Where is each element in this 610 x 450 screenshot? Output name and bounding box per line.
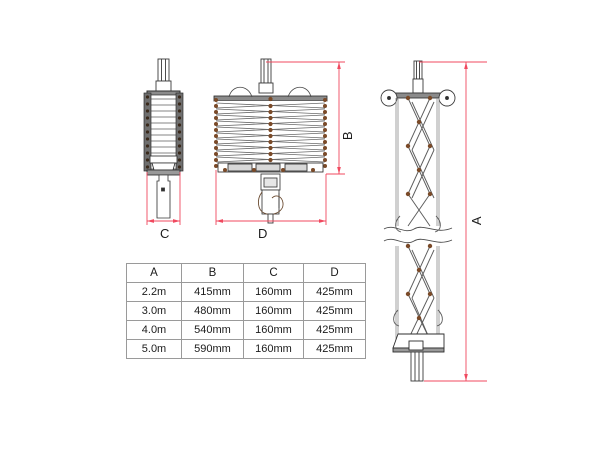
cell-d: 425mm bbox=[303, 282, 366, 302]
cell-a: 3.0m bbox=[126, 301, 182, 321]
table-row: 5.0m 590mm 160mm 425mm bbox=[126, 339, 366, 359]
specification-table: A B C D 2.2m 415mm 160mm 425mm 3.0m 480m… bbox=[126, 263, 366, 359]
column-header-d: D bbox=[303, 263, 366, 283]
cell-b: 540mm bbox=[181, 320, 244, 340]
dimension-d bbox=[215, 170, 327, 225]
cell-c: 160mm bbox=[243, 320, 304, 340]
dimension-label-c: C bbox=[160, 226, 170, 241]
cell-c: 160mm bbox=[243, 301, 304, 321]
column-header-c: C bbox=[243, 263, 304, 283]
cell-a: 4.0m bbox=[126, 320, 182, 340]
column-header-b: B bbox=[181, 263, 244, 283]
dimension-b bbox=[266, 61, 345, 175]
cell-a: 2.2m bbox=[126, 282, 182, 302]
cell-b: 590mm bbox=[181, 339, 244, 359]
dimension-c bbox=[146, 172, 181, 225]
cell-d: 425mm bbox=[303, 320, 366, 340]
left-view-group bbox=[143, 58, 184, 225]
cell-d: 425mm bbox=[303, 301, 366, 321]
cell-b: 480mm bbox=[181, 301, 244, 321]
dimension-a bbox=[419, 61, 487, 382]
right-view-group bbox=[380, 60, 487, 382]
dimension-label-a: A bbox=[469, 215, 485, 226]
table-row: 3.0m 480mm 160mm 425mm bbox=[126, 301, 366, 321]
column-header-a: A bbox=[126, 263, 182, 283]
cell-a: 5.0m bbox=[126, 339, 182, 359]
dimension-label-b: B bbox=[340, 130, 356, 141]
cell-c: 160mm bbox=[243, 282, 304, 302]
table-row: 2.2m 415mm 160mm 425mm bbox=[126, 282, 366, 302]
table-row: 4.0m 540mm 160mm 425mm bbox=[126, 320, 366, 340]
cell-c: 160mm bbox=[243, 339, 304, 359]
cell-b: 415mm bbox=[181, 282, 244, 302]
middle-view-group bbox=[213, 58, 345, 225]
cell-d: 425mm bbox=[303, 339, 366, 359]
table-header-row: A B C D bbox=[126, 263, 366, 283]
spec-table-container: A B C D 2.2m 415mm 160mm 425mm 3.0m 480m… bbox=[126, 263, 366, 359]
dimension-label-d: D bbox=[258, 226, 268, 241]
